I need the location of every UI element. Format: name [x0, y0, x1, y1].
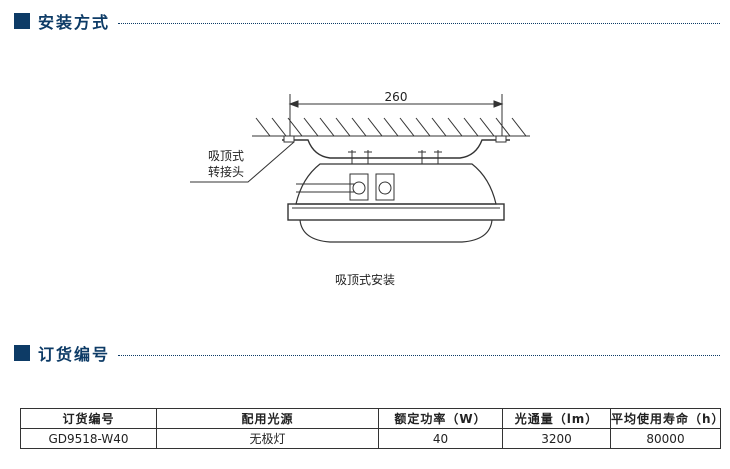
- callout-label-line2: 转接头: [208, 164, 244, 179]
- section-title: 安装方式: [38, 13, 111, 32]
- section-header-order: 订货编号: [14, 342, 720, 364]
- adapter-ring-right: [378, 181, 392, 195]
- header-rated-power: 额定功率（W）: [378, 408, 503, 429]
- ceiling-bolt-left: [283, 135, 295, 143]
- callout-label-line1: 吸顶式: [208, 149, 244, 163]
- dimension-label: 260: [385, 90, 408, 104]
- cell-rated-power: 40: [378, 428, 503, 449]
- cell-luminous-flux: 3200: [502, 428, 611, 449]
- diagram-caption: 吸顶式安装: [334, 273, 395, 287]
- section-square-icon: [14, 13, 30, 29]
- dotted-divider: [118, 22, 720, 24]
- glass-cover: [299, 219, 493, 243]
- table-header-row: 订货编号 配用光源 额定功率（W） 光通量（lm） 平均使用寿命（h）: [20, 408, 724, 429]
- section-header-install: 安装方式: [14, 10, 720, 32]
- callout-leader-line: [190, 141, 295, 183]
- lamp-frame: [287, 203, 505, 221]
- header-light-source: 配用光源: [156, 408, 379, 429]
- cell-average-life: 80000: [610, 428, 721, 449]
- adapter-box-left: [349, 173, 369, 201]
- section-square-icon: [14, 345, 30, 361]
- adapter-box-right: [375, 173, 395, 201]
- ceiling-bolt-right: [495, 135, 507, 143]
- header-average-life: 平均使用寿命（h）: [610, 408, 724, 429]
- ceiling-hatch: [255, 117, 527, 137]
- ceiling-mount-diagram: 260 吸顶式 转接头: [190, 90, 530, 243]
- mounting-bracket: [282, 139, 510, 159]
- adapter-ring-left: [352, 181, 366, 195]
- dimension-arrow-left: [288, 100, 299, 108]
- bracket-screws: [348, 150, 442, 164]
- table-row: GD9518-W40 无极灯 40 3200 80000: [20, 428, 721, 449]
- dotted-divider: [118, 354, 720, 356]
- cell-light-source: 无极灯: [156, 428, 379, 449]
- dimension-arrow-right: [493, 100, 504, 108]
- header-order-number: 订货编号: [20, 408, 157, 429]
- cell-order-number: GD9518-W40: [20, 428, 157, 449]
- header-luminous-flux: 光通量（lm）: [502, 408, 611, 429]
- order-table: 订货编号 配用光源 额定功率（W） 光通量（lm） 平均使用寿命（h） GD95…: [20, 408, 724, 449]
- section-title: 订货编号: [38, 345, 111, 364]
